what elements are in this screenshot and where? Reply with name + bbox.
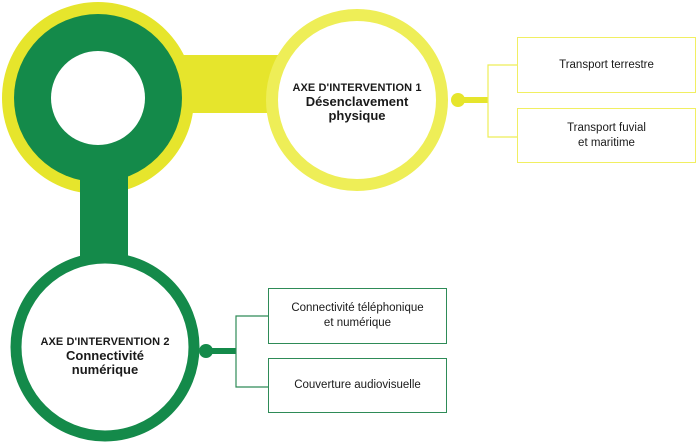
axis2-item-couverture-audiovisuelle: Couverture audiovisuelle [268, 358, 447, 413]
axis1-branch-dot [451, 93, 465, 107]
axis2-item-label: Connectivité téléphonique et numérique [291, 302, 424, 329]
axis1-item-transport-fluvial: Transport fuvial et maritime [517, 108, 696, 163]
axis1-label: AXE D'INTERVENTION 1 Désenclavement phys… [282, 82, 432, 123]
axis1-circle [266, 9, 448, 191]
axis1-title: Désenclavement physique [305, 94, 409, 123]
axis1-item-label: Transport fuvial et maritime [567, 121, 646, 149]
axis2-item-label: Couverture audiovisuelle [294, 379, 421, 391]
axis2-circle [10, 252, 200, 442]
axis2-kicker: AXE D'INTERVENTION 2 [40, 336, 170, 348]
axis2-label: AXE D'INTERVENTION 2 Connectivité numéri… [16, 336, 194, 377]
axis2-title: Connectivité numérique [65, 348, 144, 377]
axis1-item-label: Transport terrestre [559, 58, 654, 71]
axis1-bracket [487, 64, 517, 138]
hub-center [51, 51, 145, 145]
axis2-item-connectivite-telephonique: Connectivité téléphonique et numérique [268, 288, 447, 344]
axis2-branch-dot [199, 344, 213, 358]
axis2-bracket [235, 315, 268, 388]
axis1-kicker: AXE D'INTERVENTION 1 [292, 82, 422, 94]
axis1-item-transport-terrestre: Transport terrestre [517, 37, 696, 93]
